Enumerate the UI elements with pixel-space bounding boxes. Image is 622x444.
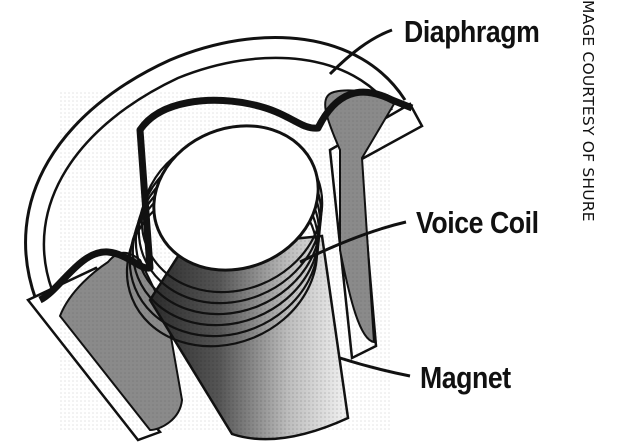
label-voice-coil: Voice Coil xyxy=(416,205,539,241)
leader-diaphragm xyxy=(330,30,392,74)
label-magnet: Magnet xyxy=(420,360,511,396)
label-diaphragm: Diaphragm xyxy=(404,14,539,50)
image-credit: MAGE COURTESY OF SHURE xyxy=(579,0,597,444)
